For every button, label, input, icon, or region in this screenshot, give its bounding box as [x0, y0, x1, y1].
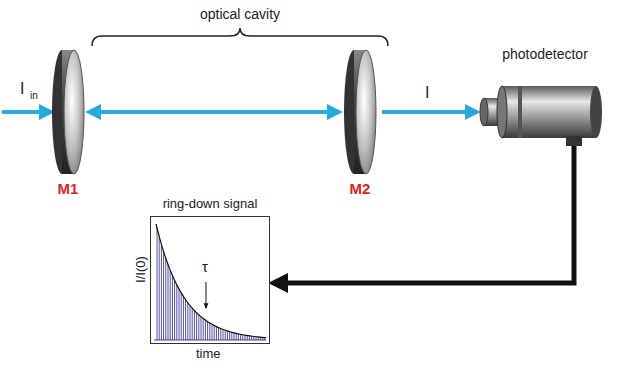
- ring-down-plot: ring-down signal: [150, 196, 270, 344]
- mirror-m1: M1: [48, 48, 88, 200]
- input-beam: [2, 110, 50, 114]
- node-heading: ring-down signal: [150, 196, 270, 211]
- light-beam: [382, 110, 476, 114]
- cavity-label: optical cavity: [190, 6, 290, 22]
- mirror-shape: [48, 48, 88, 176]
- beam-label: I: [425, 84, 429, 102]
- beam-label: I: [20, 80, 24, 98]
- subscript: in: [30, 90, 38, 101]
- cavity-bracket: [92, 28, 388, 46]
- light-beam: [90, 110, 338, 114]
- tau-leader: [206, 282, 207, 308]
- photodetector: photodetector: [478, 46, 612, 146]
- axis-label: I/I(0): [133, 240, 148, 300]
- mirror-label: M1: [48, 180, 88, 197]
- node-heading: photodetector: [478, 46, 612, 62]
- mirror-m2: M2: [340, 48, 380, 200]
- signal-cable: [274, 146, 574, 283]
- mirror-label: M2: [340, 180, 380, 197]
- detector-shape: [478, 66, 612, 146]
- ring-down-chart: [150, 216, 270, 344]
- mirror-shape: [340, 48, 380, 176]
- tau-label: τ: [200, 258, 210, 275]
- axis-label: time: [196, 346, 221, 361]
